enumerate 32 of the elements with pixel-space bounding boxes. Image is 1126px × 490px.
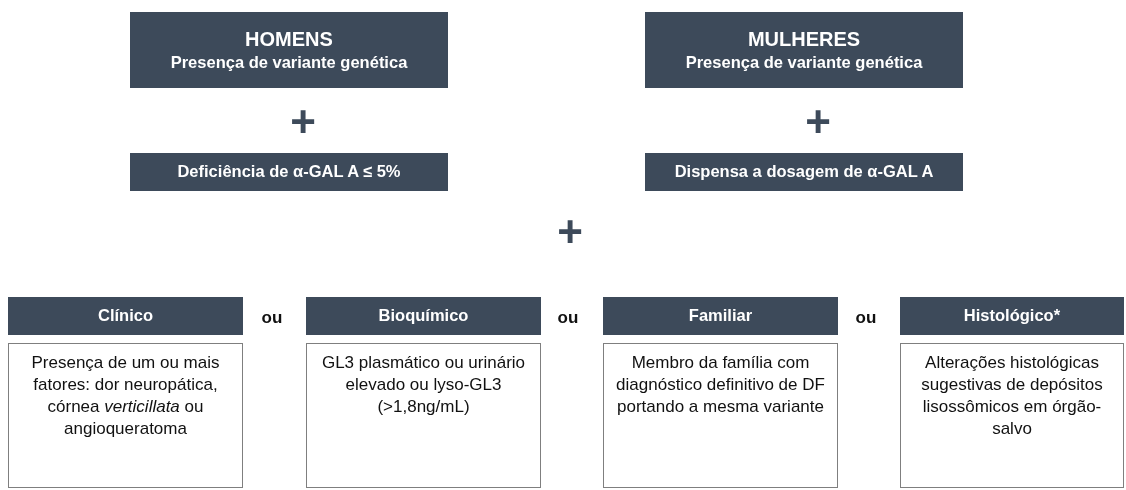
header-bar	[900, 297, 1124, 335]
subheading-text: Presença de variante genética	[685, 52, 923, 74]
title-box	[130, 12, 448, 88]
header-bar	[603, 297, 838, 335]
description-text: Alterações histológicas sugestivas de depósitos lisossômicos em órgão-salvo	[921, 353, 1103, 439]
heading-text: Histológico*	[963, 305, 1061, 327]
heading-text: Dispensa a dosagem de α-GAL A	[674, 161, 934, 183]
connector-word: ou	[557, 308, 579, 326]
connector-word: ou	[261, 308, 283, 326]
description-box	[900, 343, 1124, 488]
header-bar	[130, 153, 448, 191]
heading-text: Deficiência de α-GAL A ≤ 5%	[177, 161, 401, 183]
description-text: Presença de um ou mais fatores: dor neuropática, córnea verticillata ou angioqueratoma	[31, 353, 220, 439]
description-text: Membro da família com diagnóstico definitivo de DF portando a mesma variante	[616, 353, 825, 417]
heading-text: MULHERES	[747, 27, 861, 53]
plus-sign: +	[557, 210, 583, 254]
heading-text: HOMENS	[245, 27, 333, 53]
description-box	[8, 343, 243, 488]
heading-text: Familiar	[688, 305, 753, 327]
plus-sign: +	[290, 100, 316, 144]
header-bar	[8, 297, 243, 335]
description-text: GL3 plasmático ou urinário elevado ou lyso-GL3 (>1,8ng/mL)	[321, 353, 526, 417]
subheading-text: Presença de variante genética	[170, 52, 408, 74]
title-box	[645, 12, 963, 88]
header-bar	[306, 297, 541, 335]
plus-sign: +	[805, 100, 831, 144]
heading-text: Bioquímico	[378, 305, 469, 327]
connector-word: ou	[855, 308, 877, 326]
description-box	[603, 343, 838, 488]
description-box	[306, 343, 541, 488]
header-bar	[645, 153, 963, 191]
heading-text: Clínico	[98, 305, 153, 327]
